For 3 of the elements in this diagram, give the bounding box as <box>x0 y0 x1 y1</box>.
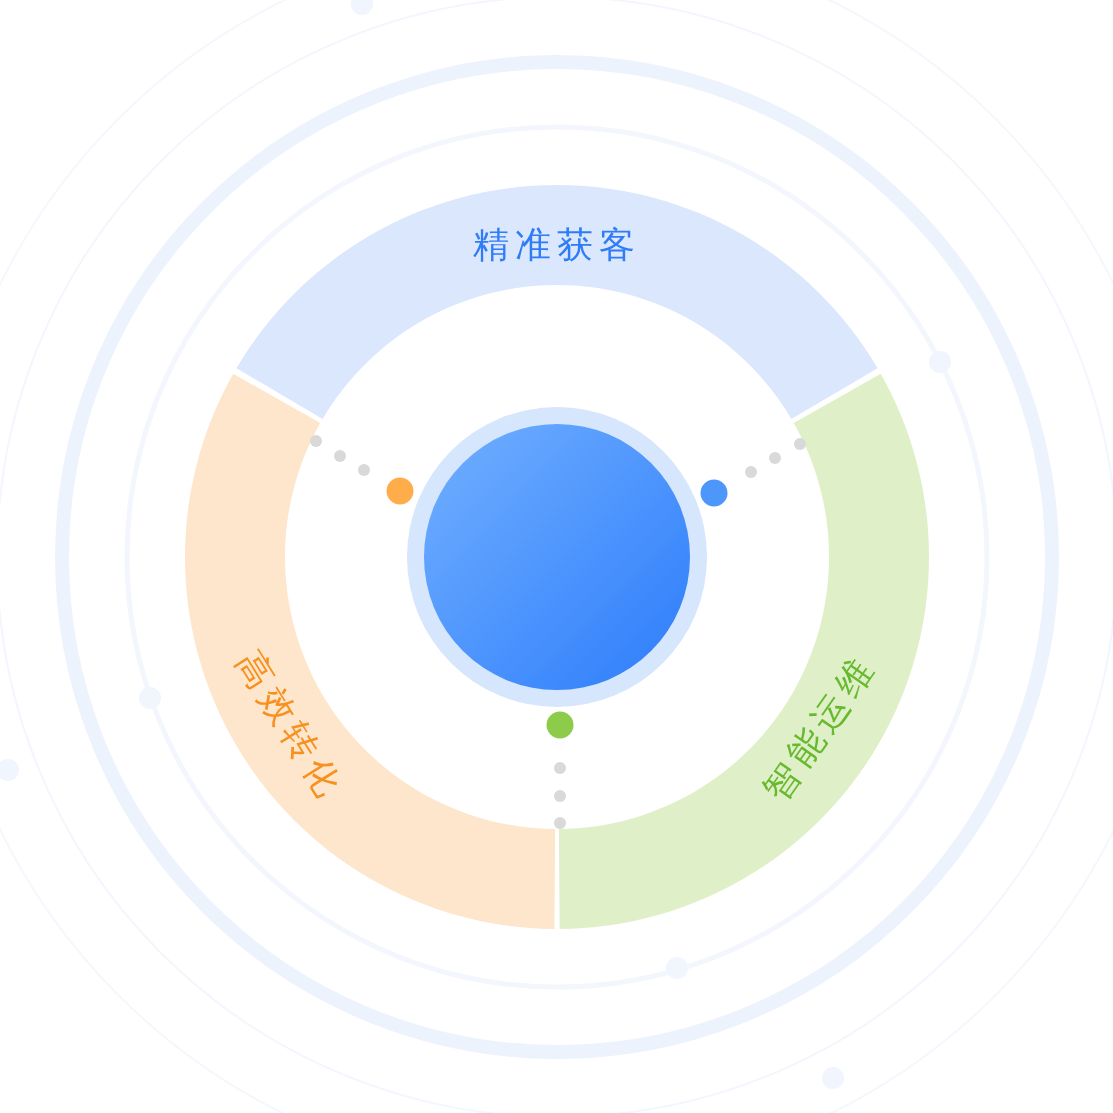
segment-label: 高效转化 <box>228 644 352 808</box>
segment-label: 精准获客 <box>473 225 641 265</box>
segment-label: 智能运维 <box>755 647 885 809</box>
